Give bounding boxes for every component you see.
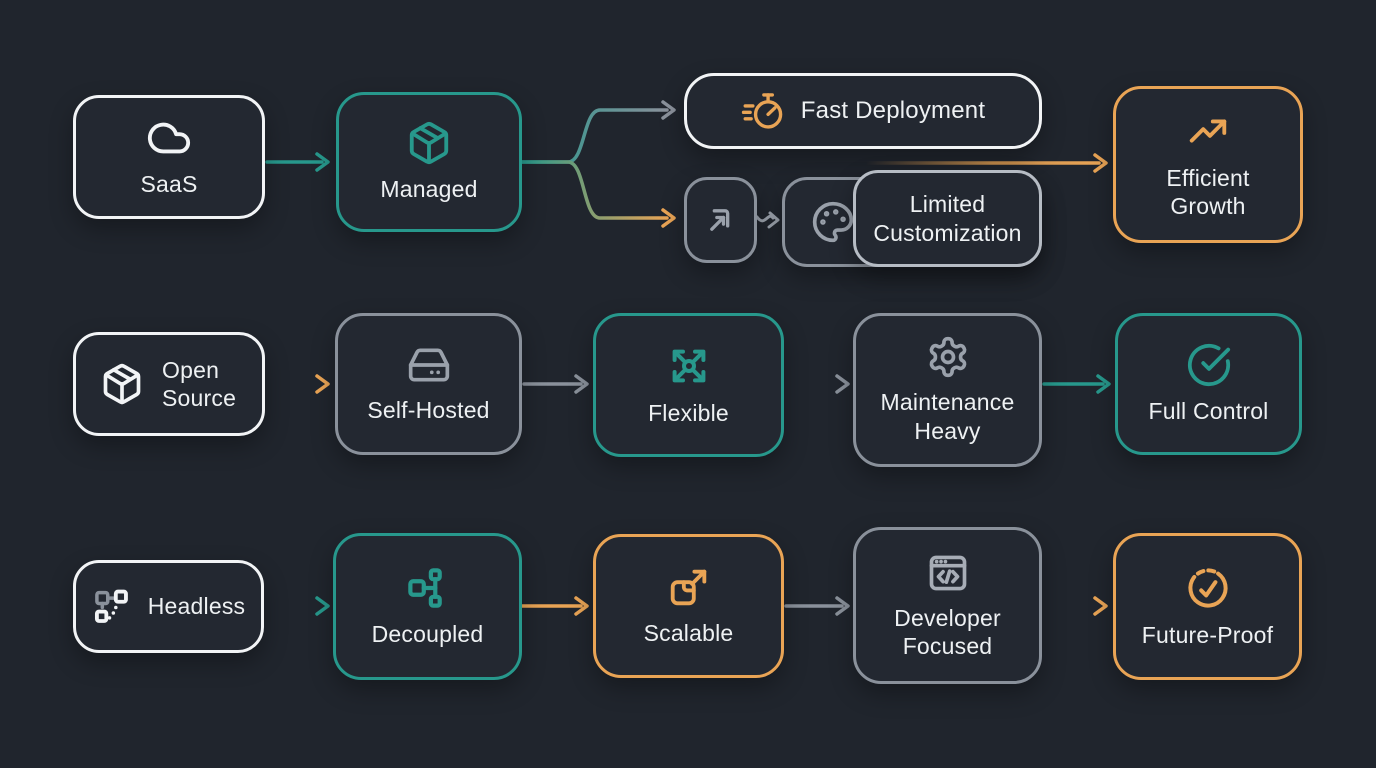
node-label: Decoupled xyxy=(371,620,484,647)
node-label: Maintenance Heavy xyxy=(880,389,1015,444)
node-label: Fast Deployment xyxy=(800,97,986,125)
package-icon xyxy=(100,362,144,406)
node-label: Open Source xyxy=(162,356,237,411)
arrow-maintenance-heavy-to-full-control xyxy=(1042,374,1111,394)
arrow-decoupled-to-scalable xyxy=(520,596,589,616)
node-future-proof: Future-Proof xyxy=(1113,533,1302,680)
node-label: Scalable xyxy=(643,620,734,647)
node-developer-focused: Developer Focused xyxy=(853,527,1042,684)
node-label: Headless xyxy=(147,593,246,620)
cloud-icon xyxy=(146,115,192,161)
node-full-control: Full Control xyxy=(1115,313,1302,455)
dashed-check-icon xyxy=(1184,564,1232,612)
disconnected-nodes-icon xyxy=(92,586,134,628)
scale-up-icon xyxy=(666,564,712,610)
gear-icon xyxy=(926,335,970,379)
node-label: Future-Proof xyxy=(1141,621,1274,648)
arrow-merge-icon xyxy=(701,200,741,240)
node-maintenance-heavy: Maintenance Heavy xyxy=(853,313,1042,467)
node-label: Full Control xyxy=(1148,398,1269,425)
code-window-icon xyxy=(926,551,970,595)
node-label: Self-Hosted xyxy=(367,397,490,424)
node-decoupled: Decoupled xyxy=(333,533,522,680)
arrow-managed-to-redirect xyxy=(520,160,676,228)
arrow-flexible-to-maintenance-heavy xyxy=(784,374,850,394)
branch-nodes-icon xyxy=(405,565,451,611)
limited-customization-text-box: Limited Customization xyxy=(853,170,1042,267)
trending-up-icon xyxy=(1185,109,1231,155)
node-fast-deployment: Fast Deployment xyxy=(684,73,1042,149)
package-icon xyxy=(406,120,452,166)
node-label: Efficient Growth xyxy=(1166,164,1250,219)
palette-icon xyxy=(811,200,855,244)
check-circle-icon xyxy=(1186,342,1232,388)
arrow-scalable-to-developer-focused xyxy=(784,596,850,616)
arrow-to-efficient-growth xyxy=(864,153,1108,173)
node-label: Developer Focused xyxy=(894,604,1001,659)
node-efficient-growth: Efficient Growth xyxy=(1113,86,1303,243)
hard-drive-icon xyxy=(407,343,451,387)
arrow-saas-to-managed xyxy=(265,152,330,172)
node-managed: Managed xyxy=(336,92,522,232)
node-label: Managed xyxy=(380,176,478,203)
arrow-redirect-to-limited-customization xyxy=(755,211,780,229)
node-redirect xyxy=(684,177,757,263)
node-self-hosted: Self-Hosted xyxy=(335,313,522,455)
arrow-headless-to-decoupled xyxy=(264,596,330,616)
arrow-open-source-to-self-hosted xyxy=(265,374,330,394)
node-saas: SaaS xyxy=(73,95,265,219)
node-label: SaaS xyxy=(140,171,198,198)
stopwatch-icon xyxy=(741,89,785,133)
node-headless: Headless xyxy=(73,560,264,653)
node-scalable: Scalable xyxy=(593,534,784,678)
node-flexible: Flexible xyxy=(593,313,784,457)
arrow-developer-focused-to-future-proof xyxy=(1042,596,1108,616)
node-label: Flexible xyxy=(648,400,729,427)
arrow-managed-to-fast-deployment xyxy=(520,100,676,164)
node-open-source: Open Source xyxy=(73,332,265,436)
arrow-self-hosted-to-flexible xyxy=(522,374,589,394)
node-label: Limited Customization xyxy=(873,191,1022,246)
expand-arrows-icon xyxy=(665,342,713,390)
